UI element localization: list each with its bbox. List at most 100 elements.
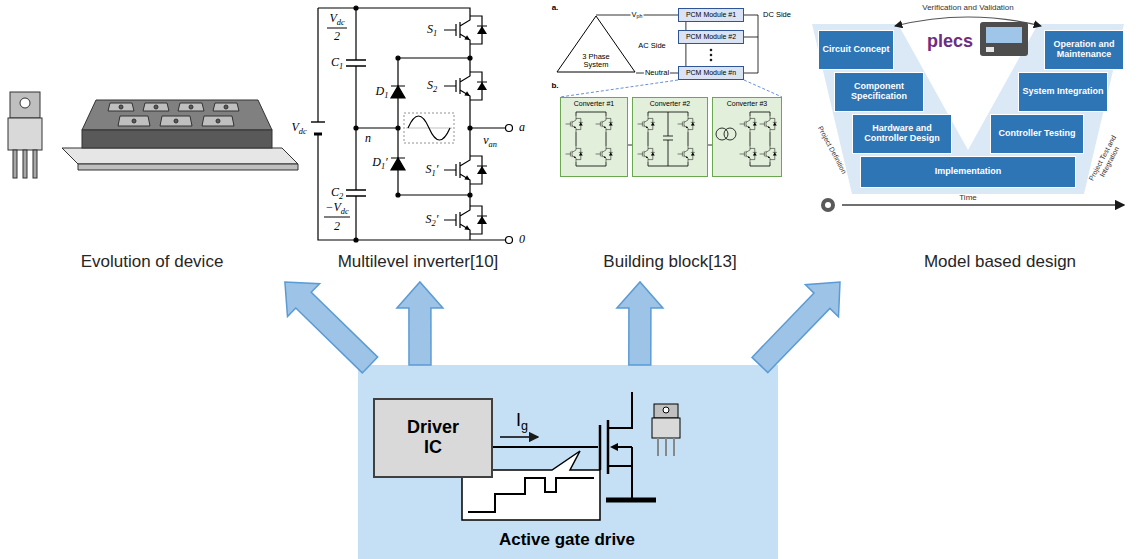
stage-name: System Integration <box>1022 87 1103 97</box>
gate-drive-panel: Active gate driveDriver IC <box>358 365 778 559</box>
module-name: PCM Module #1 <box>686 11 736 19</box>
connector-line <box>685 22 686 30</box>
module-name: PCM Module #n <box>686 69 736 77</box>
converter-box: Converter #2 <box>632 97 708 177</box>
subfigure-letter: b. <box>551 82 558 91</box>
inverter-circuit <box>396 126 400 130</box>
gate-drive-figure <box>652 418 680 438</box>
converter-name: Converter #2 <box>650 100 690 108</box>
inverter-circuit <box>354 126 358 130</box>
converter-box: Converter #3 <box>712 97 782 177</box>
figure-panel: Building block[13]3 Phase SystemPCM Modu… <box>548 0 792 282</box>
loop-label: Verification and Validation <box>922 4 1013 13</box>
terminal-label: 0 <box>519 233 525 246</box>
gate-drive-figure <box>663 407 669 413</box>
inverter-circuit <box>391 158 405 170</box>
building-block-figure <box>740 146 757 162</box>
switch-label: S2′ <box>426 213 439 226</box>
building-block-figure <box>678 146 695 162</box>
power-module <box>213 103 239 111</box>
power-module <box>82 130 272 148</box>
power-module <box>154 105 158 109</box>
inverter-circuit <box>444 10 487 50</box>
source-name: 3 Phase System <box>574 53 618 70</box>
switch-label: S1 <box>427 23 437 36</box>
inverter-circuit <box>396 56 400 60</box>
module-name: PCM Module #2 <box>686 33 736 41</box>
gate-drive-figure <box>658 438 674 456</box>
building-block-figure <box>712 97 782 177</box>
subscript: 1 <box>384 91 388 100</box>
inverter-circuit <box>444 200 487 240</box>
building-block-figure <box>596 116 613 132</box>
v-model-figure <box>986 27 1022 43</box>
building-block-figure <box>638 116 655 132</box>
power-module <box>108 103 134 111</box>
discrete-package <box>33 150 37 178</box>
v-model-figure <box>812 17 1124 212</box>
current-label: Ig <box>516 411 528 431</box>
subfigure-letter: a. <box>552 4 559 13</box>
connector-line <box>685 44 686 66</box>
gate-drive-figure <box>599 425 602 470</box>
power-module <box>178 103 204 111</box>
inverter-circuit <box>444 150 487 190</box>
building-block-figure <box>760 146 777 162</box>
voltage-label: −Vdc <box>325 201 348 214</box>
block-arrow <box>617 282 663 365</box>
gate-drive-figure <box>654 404 678 418</box>
building-block-figure <box>566 146 583 162</box>
voltage-label: 2 <box>334 30 340 43</box>
inverter-circuit <box>404 113 454 143</box>
inverter-circuit <box>396 193 400 197</box>
discrete-package <box>10 92 40 118</box>
building-block-figure <box>740 116 757 132</box>
stage-block: Operation and Maintenance <box>1044 30 1124 70</box>
node-label: n <box>365 132 371 145</box>
power-module <box>119 105 123 109</box>
figure-caption: Multilevel inverter[10] <box>338 253 499 272</box>
building-block-figure <box>632 97 708 177</box>
building-block-figure <box>710 59 712 61</box>
building-block-figure <box>760 116 777 132</box>
converter-name: Converter #3 <box>727 100 767 108</box>
switch-label: S2 <box>427 79 437 92</box>
power-module <box>78 164 298 170</box>
side-label: AC Side <box>638 42 666 50</box>
inverter-circuit <box>408 116 450 140</box>
building-block-figure <box>560 80 782 97</box>
building-block-figure <box>678 116 695 132</box>
figure-caption: Evolution of device <box>81 253 224 272</box>
voltage-label: van <box>483 134 497 147</box>
voltage-label: 2 <box>334 220 340 233</box>
gate-drive-figure <box>462 392 680 520</box>
v-model-figure <box>821 198 835 212</box>
discrete-package <box>8 92 42 178</box>
power-module <box>224 105 228 109</box>
diode-label: D1′ <box>372 156 387 169</box>
power-module <box>118 116 150 126</box>
diode-label: D1 <box>376 85 389 98</box>
building-block-figure <box>710 49 712 51</box>
figure-panel: Evolution of device <box>2 60 302 282</box>
subscript: 1 <box>339 62 343 71</box>
discrete-package <box>23 150 27 178</box>
power-module <box>174 119 178 123</box>
voltage-label: Vdc <box>329 12 344 25</box>
building-block-figure <box>744 15 758 73</box>
inverter-circuit <box>311 121 325 122</box>
inverter-circuit <box>314 133 322 136</box>
capacitor-label: C2 <box>331 186 343 199</box>
inverter-circuit <box>391 86 405 98</box>
subscript: ph <box>637 13 643 19</box>
subscript: 2 <box>339 192 343 201</box>
inverter-circuit <box>468 56 472 60</box>
subscript: 1 <box>381 162 385 171</box>
triangle-outline <box>557 16 635 72</box>
stage-block: Hardware and Controller Design <box>852 114 952 154</box>
figure-caption: Model based design <box>924 253 1076 272</box>
v-model-figure <box>980 22 1028 56</box>
inverter-circuit <box>468 193 472 197</box>
capacitor-label: C1 <box>331 56 343 69</box>
